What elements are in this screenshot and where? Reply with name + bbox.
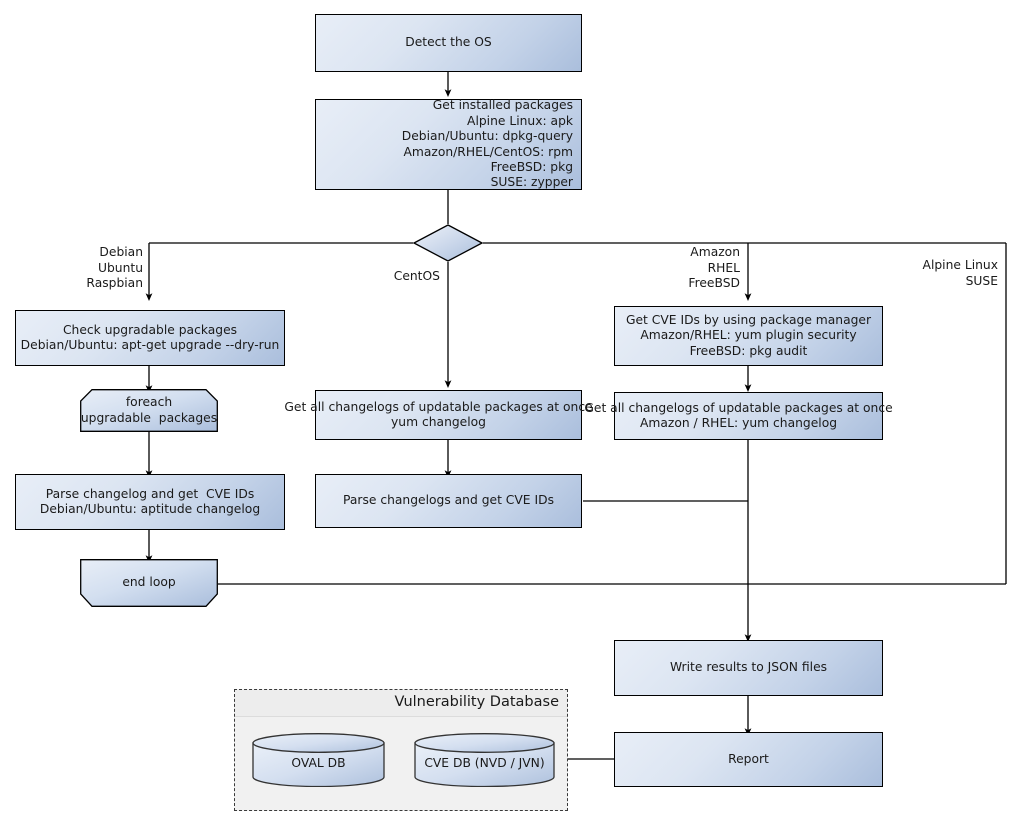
node-foreach-loop[interactable]: foreach upgradable packages <box>80 389 218 432</box>
node-parse-changelog-debian[interactable]: Parse changelog and get CVE IDs Debian/U… <box>15 474 285 530</box>
changelogs-centos-label: Get all changelogs of updatable packages… <box>284 399 593 429</box>
end-loop-label: end loop <box>122 575 176 590</box>
group-title: Vulnerability Database <box>394 694 559 710</box>
db-oval[interactable]: OVAL DB <box>252 733 385 787</box>
db-oval-label: OVAL DB <box>291 756 346 770</box>
branch-label-debian: Debian Ubuntu Raspbian <box>86 245 143 291</box>
node-parse-changelogs-centos[interactable]: Parse changelogs and get CVE IDs <box>315 474 582 528</box>
branch-label-amazon: Amazon RHEL FreeBSD <box>688 245 740 291</box>
db-cve-label: CVE DB (NVD / JVN) <box>424 756 545 770</box>
node-detect-os[interactable]: Detect the OS <box>315 14 582 72</box>
node-check-upgradable-packages[interactable]: Check upgradable packages Debian/Ubuntu:… <box>15 310 285 366</box>
changelogs-amazon-label: Get all changelogs of updatable packages… <box>584 400 893 430</box>
node-changelogs-amazon[interactable]: Get all changelogs of updatable packages… <box>584 392 893 440</box>
node-end-loop[interactable]: end loop <box>80 559 218 607</box>
node-changelogs-centos[interactable]: Get all changelogs of updatable packages… <box>284 390 593 440</box>
db-cve[interactable]: CVE DB (NVD / JVN) <box>414 733 555 787</box>
node-get-cve-ids-package-manager[interactable]: Get CVE IDs by using package manager Ama… <box>614 306 883 366</box>
branch-label-alpine: Alpine Linux SUSE <box>922 258 998 288</box>
os-decision-diamond[interactable] <box>413 224 483 262</box>
branch-label-centos: CentOS <box>393 269 440 283</box>
group-title-bar <box>235 690 567 717</box>
node-get-installed-packages[interactable]: Get installed packages Alpine Linux: apk… <box>315 98 582 190</box>
foreach-loop-label: foreach upgradable packages <box>80 395 218 425</box>
node-write-results-json[interactable]: Write results to JSON files <box>614 640 883 696</box>
node-report[interactable]: Report <box>614 732 883 787</box>
